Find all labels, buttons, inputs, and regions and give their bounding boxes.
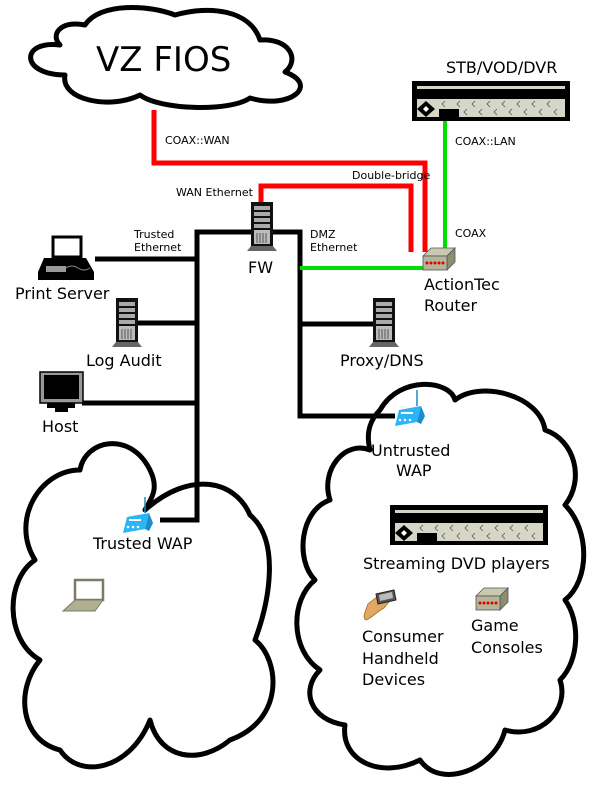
coax-wan-link — [151, 110, 428, 252]
trusted-zone-cloud — [10, 441, 276, 770]
trusted-ethernet-label-2: Ethernet — [134, 241, 182, 254]
coax-label: COAX — [455, 227, 487, 240]
print-server-label: Print Server — [15, 284, 110, 303]
host-monitor-icon — [39, 371, 84, 412]
wan-ethernet-label: WAN Ethernet — [176, 186, 254, 199]
proxy-dns-label: Proxy/DNS — [340, 351, 424, 370]
router-label-1: ActionTec — [424, 275, 500, 294]
game-console-icon — [475, 587, 509, 611]
router-icon — [422, 247, 456, 271]
wan-ethernet-link — [258, 183, 414, 252]
firewall-label: FW — [248, 258, 273, 277]
dmz-ethernet-links — [272, 229, 395, 419]
handheld-device-icon — [363, 589, 397, 621]
router-label-2: Router — [424, 296, 477, 315]
firewall-server-icon — [246, 201, 278, 252]
printer-icon — [38, 235, 94, 280]
dmz-ethernet-label-2: Ethernet — [310, 241, 358, 254]
handheld-label-3: Devices — [362, 670, 425, 689]
untrusted-wap-label-1: Untrusted — [371, 441, 450, 460]
coax-lan-label: COAX::LAN — [455, 135, 516, 148]
log-audit-server-icon — [111, 297, 143, 348]
dmz-ethernet-label-1: DMZ — [310, 228, 336, 241]
host-label: Host — [42, 417, 78, 436]
internet-cloud-label: VZ FIOS — [96, 40, 231, 80]
stb-label: STB/VOD/DVR — [446, 58, 557, 77]
streaming-dvd-icon — [389, 504, 549, 546]
trusted-wap-label: Trusted WAP — [92, 534, 193, 553]
trusted-ethernet-links — [82, 229, 252, 523]
coax-wan-label: COAX::WAN — [165, 134, 230, 147]
game-consoles-label-1: Game — [471, 616, 519, 635]
streaming-dvd-label: Streaming DVD players — [363, 554, 550, 573]
handheld-label-2: Handheld — [362, 649, 439, 668]
proxy-dns-server-icon — [368, 297, 400, 348]
internet-cloud — [28, 4, 303, 110]
handheld-label-1: Consumer — [362, 627, 444, 646]
double-bridge-label: Double-bridge — [352, 169, 430, 182]
stb-device-icon — [411, 80, 571, 122]
laptop-icon — [61, 578, 105, 612]
trusted-ethernet-label-1: Trusted — [133, 228, 174, 241]
untrusted-zone-cloud — [294, 381, 587, 777]
game-consoles-label-2: Consoles — [471, 638, 543, 657]
log-audit-label: Log Audit — [86, 351, 162, 370]
untrusted-wap-label-2: WAP — [396, 461, 432, 480]
